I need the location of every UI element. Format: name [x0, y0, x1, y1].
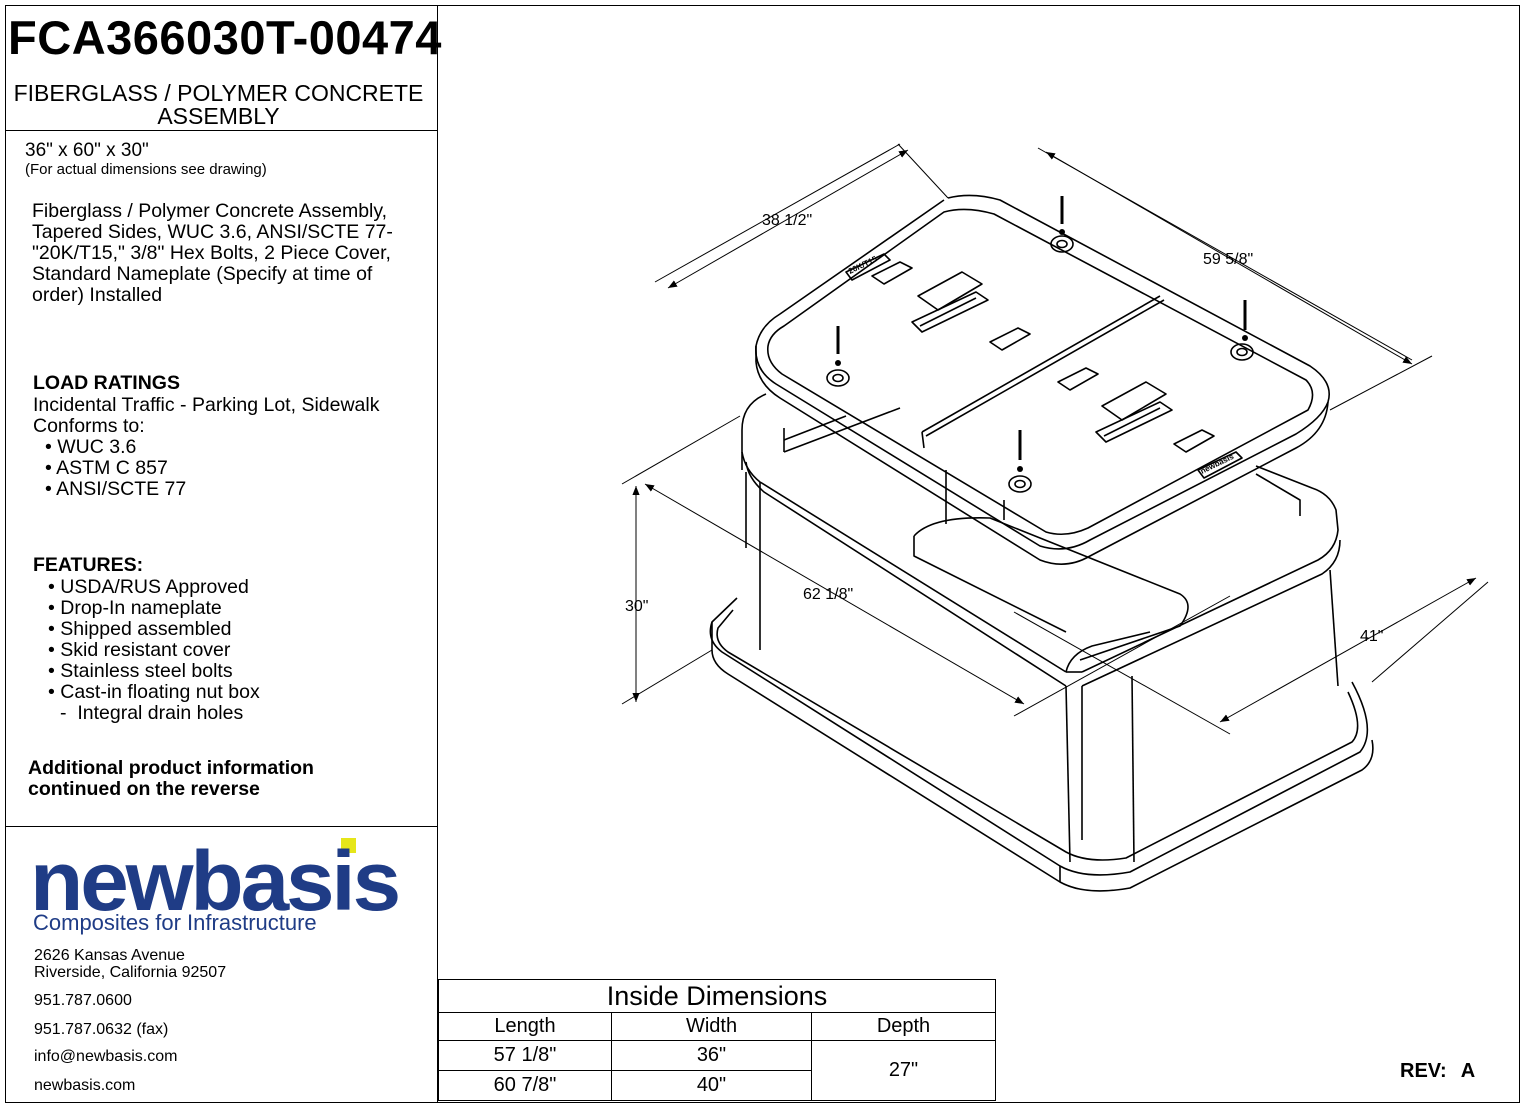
list-item: Drop-In nameplate — [48, 598, 260, 619]
box-body — [741, 393, 1341, 863]
list-item: USDA/RUS Approved — [48, 577, 260, 598]
base-flange — [709, 597, 1374, 892]
dim-cover-width: 38 1/2" — [762, 212, 812, 229]
nominal-size: 36" x 60" x 30" — [25, 140, 149, 161]
dimension-lines — [621, 143, 1489, 735]
cell-width: 40" — [611, 1070, 812, 1101]
revision-value: A — [1460, 1060, 1476, 1082]
address-line: 2626 Kansas Avenue — [34, 947, 185, 964]
company-address: 2626 Kansas Avenue Riverside, California… — [34, 947, 226, 981]
list-item: Integral drain holes — [60, 703, 243, 724]
table-title: Inside Dimensions — [438, 979, 996, 1013]
list-item: Cast-in floating nut box — [48, 682, 259, 703]
features-list: USDA/RUS Approved Drop-In nameplate Ship… — [48, 577, 260, 703]
features-heading: FEATURES: — [33, 554, 144, 576]
column-header-width: Width — [611, 1012, 812, 1041]
company-website[interactable]: newbasis.com — [34, 1077, 136, 1094]
table-row: 57 1/8" 36" 27" — [438, 1040, 996, 1101]
logo-wordmark: newbasis — [30, 836, 398, 916]
company-email[interactable]: info@newbasis.com — [34, 1048, 178, 1065]
column-header-length: Length — [438, 1012, 612, 1041]
dim-height: 30" — [625, 598, 648, 615]
company-fax: 951.787.0632 (fax) — [34, 1021, 169, 1038]
product-description: Fiberglass / Polymer Concrete Assembly, … — [32, 200, 393, 306]
revision-block: REV: A — [1400, 1060, 1475, 1083]
dim-base-length: 62 1/8" — [803, 586, 853, 603]
dim-base-width: 41" — [1360, 628, 1383, 645]
assembly-title: FIBERGLASS / POLYMER CONCRETE ASSEMBLY — [13, 80, 424, 129]
sheet-border — [5, 5, 1520, 1103]
column-header-depth: Depth — [811, 1012, 996, 1041]
list-item: Stainless steel bolts — [48, 661, 260, 682]
cell-length: 60 7/8" — [438, 1070, 612, 1101]
traffic-rating: Incidental Traffic - Parking Lot, Sidewa… — [33, 394, 380, 416]
part-number: FCA366030T-00474 — [8, 11, 442, 64]
list-item: WUC 3.6 — [45, 437, 186, 458]
list-item: Shipped assembled — [48, 619, 260, 640]
header-divider — [5, 130, 438, 131]
inside-dimensions-table: Inside Dimensions Length Width Depth 57 … — [438, 979, 996, 1101]
info-column — [5, 5, 438, 1103]
revision-label: REV: — [1400, 1060, 1447, 1082]
conforms-label: Conforms to: — [33, 415, 145, 437]
logo-yellow-square — [341, 838, 356, 853]
company-logo: newbasis — [30, 836, 410, 916]
logo-divider — [5, 826, 438, 827]
standards-list: WUC 3.6 ASTM C 857 ANSI/SCTE 77 — [45, 437, 186, 500]
list-item: Skid resistant cover — [48, 640, 260, 661]
dim-cover-length: 59 5/8" — [1203, 251, 1253, 268]
reverse-note: Additional product information continued… — [28, 757, 314, 800]
hex-bolts — [836, 196, 1247, 460]
features-sub-list: Integral drain holes — [60, 703, 243, 724]
list-item: ASTM C 857 — [45, 458, 186, 479]
size-note: (For actual dimensions see drawing) — [25, 161, 267, 178]
load-ratings-heading: LOAD RATINGS — [33, 372, 180, 394]
cell-length: 57 1/8" — [438, 1040, 612, 1071]
list-item: ANSI/SCTE 77 — [45, 479, 186, 500]
cell-width: 36" — [611, 1040, 812, 1071]
table-row: 60 7/8" 40" — [438, 1070, 996, 1101]
cell-depth: 27" — [811, 1040, 996, 1101]
address-line: Riverside, California 92507 — [34, 964, 227, 981]
company-phone: 951.787.0600 — [34, 992, 132, 1009]
company-tagline: Composites for Infrastructure — [33, 910, 317, 935]
